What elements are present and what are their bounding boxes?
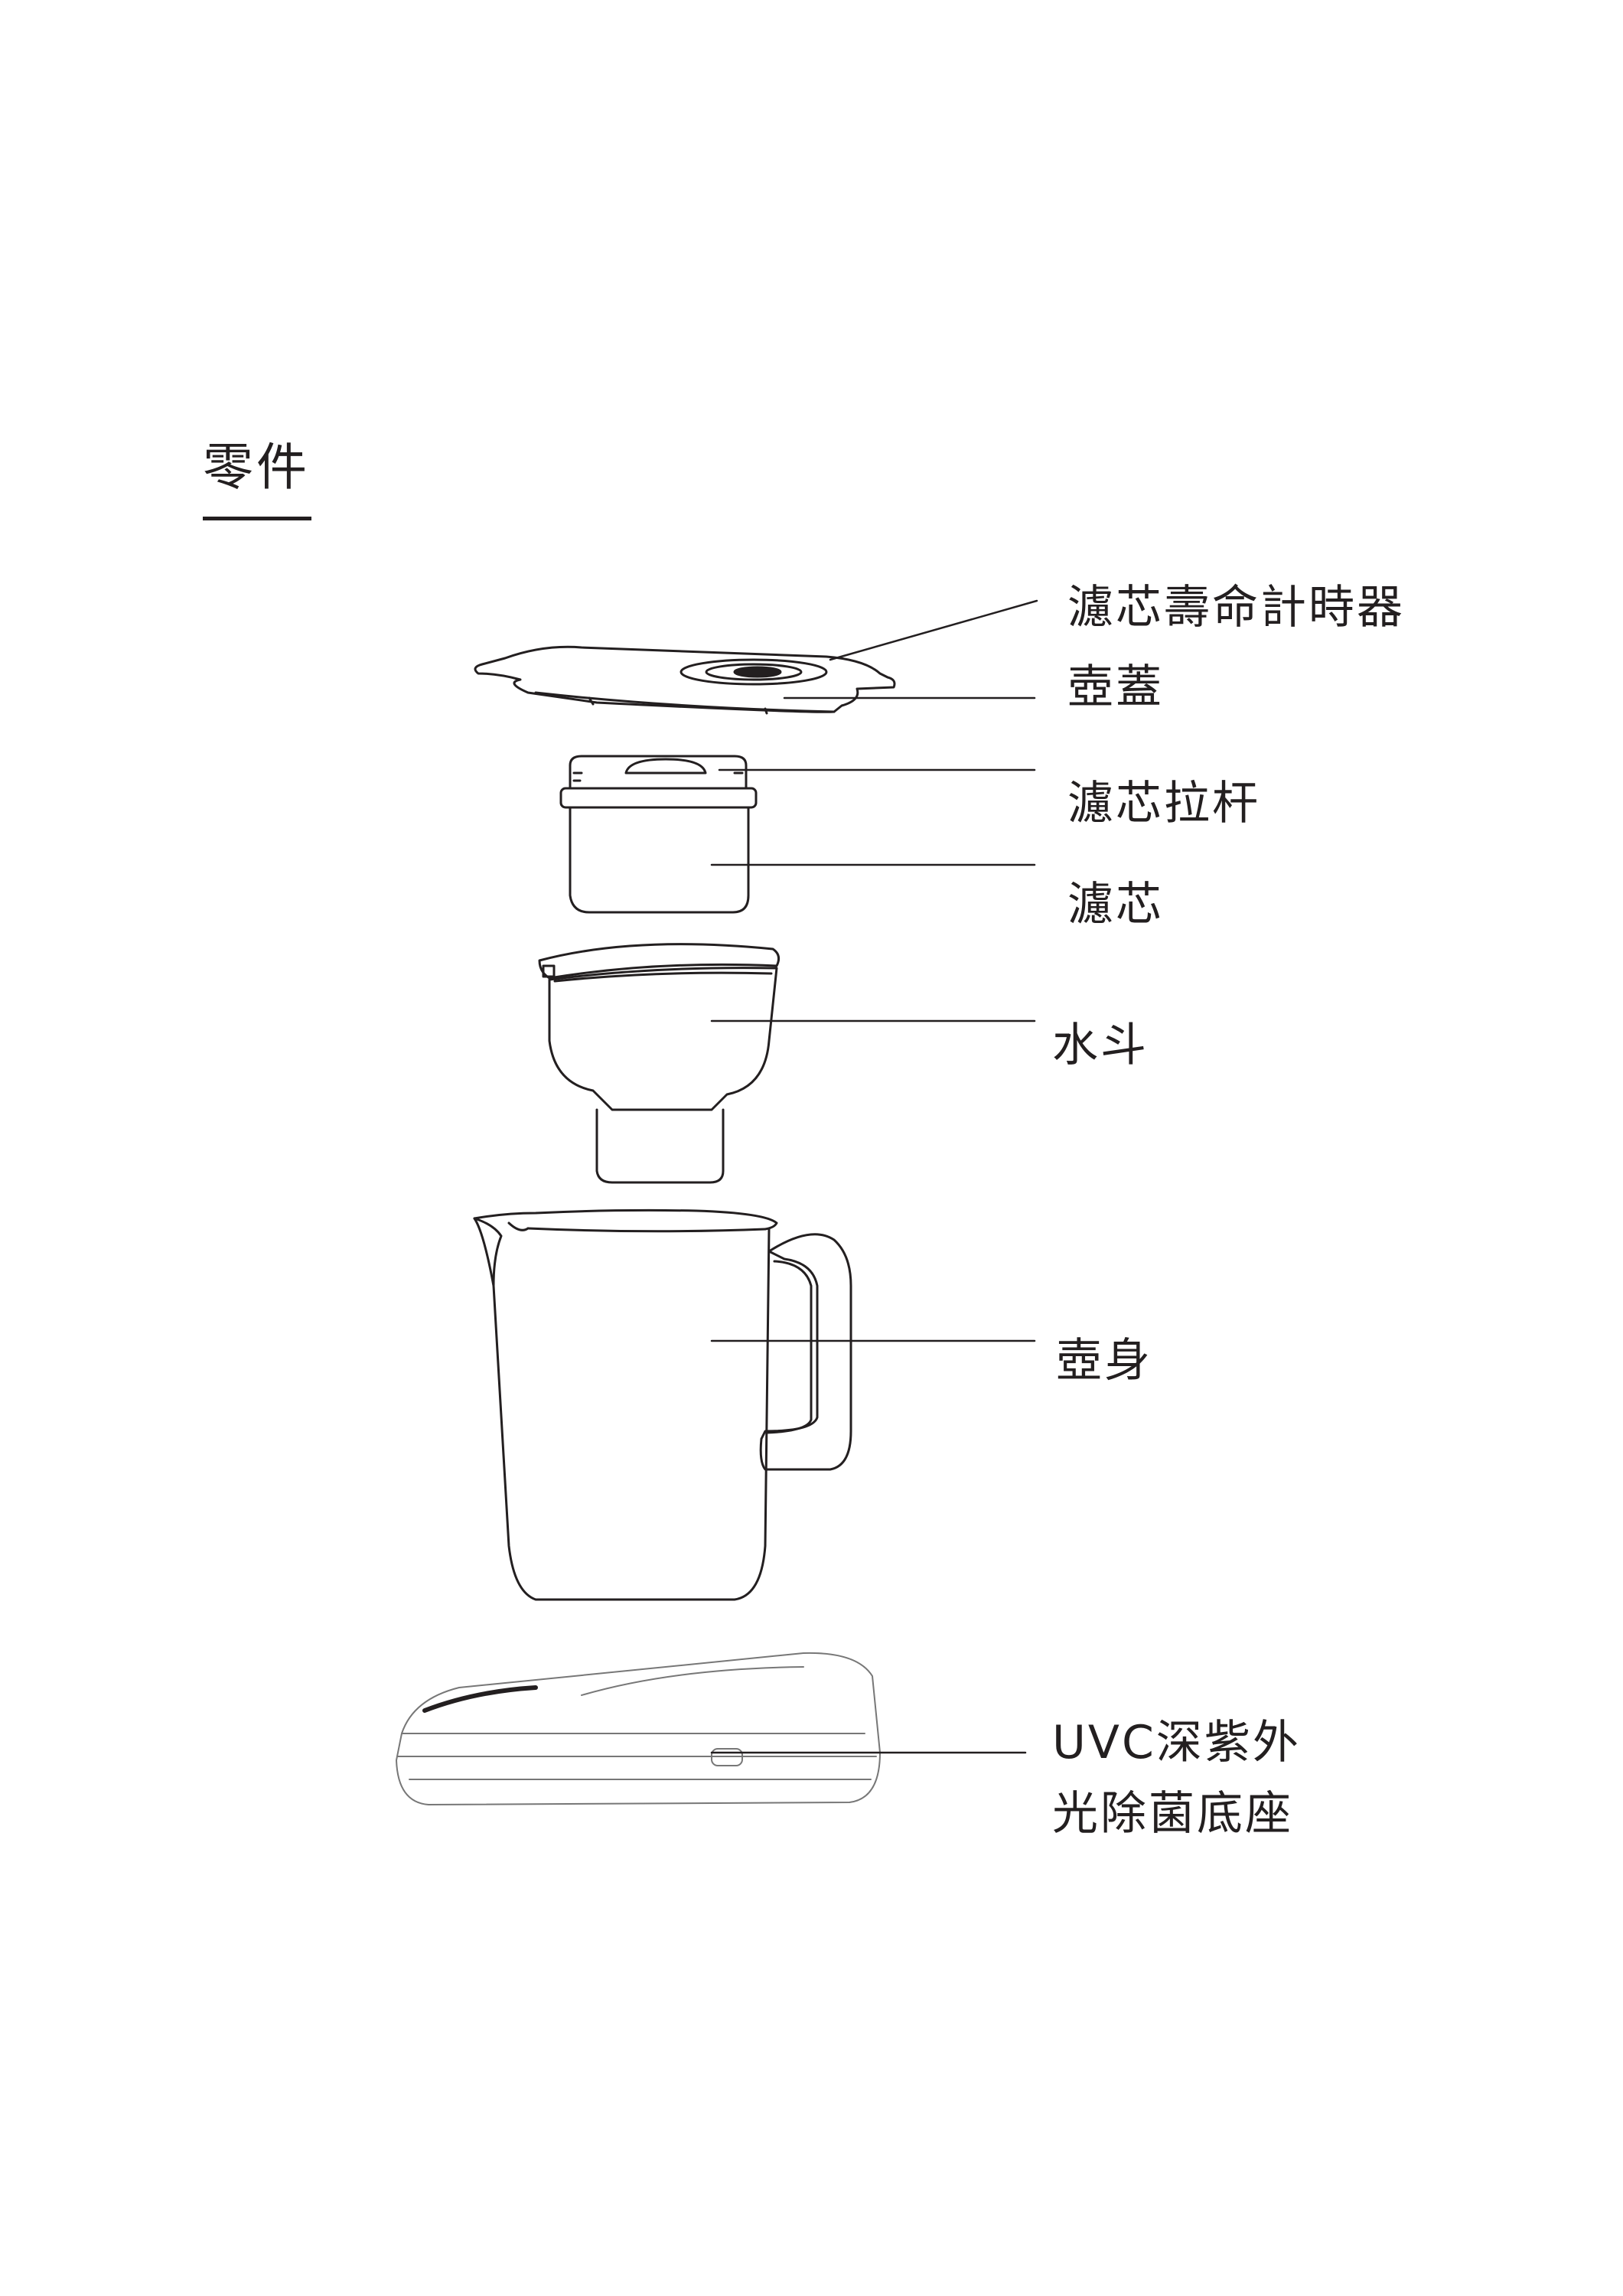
page-title: 零件 [203,438,310,497]
label-body: 壺身 [1056,1334,1152,1388]
reservoir-drawing [539,944,779,1182]
label-base-line1: UVC深紫外 [1052,1716,1301,1769]
pitcher-drawing [474,1210,851,1600]
leader-line-timer [830,601,1037,660]
label-lid: 壺蓋 [1067,660,1164,714]
base-drawing [396,1653,880,1805]
label-filter: 濾芯 [1067,878,1164,931]
filter-drawing [561,756,756,912]
label-base-line2: 光除菌底座 [1052,1787,1293,1841]
label-timer: 濾芯壽命計時器 [1067,581,1405,634]
label-filter-handle: 濾芯拉杆 [1067,777,1260,830]
label-reservoir: 水斗 [1052,1019,1149,1072]
lid-drawing [475,647,895,713]
leader-lines [712,601,1037,1753]
title-underline [203,517,311,520]
